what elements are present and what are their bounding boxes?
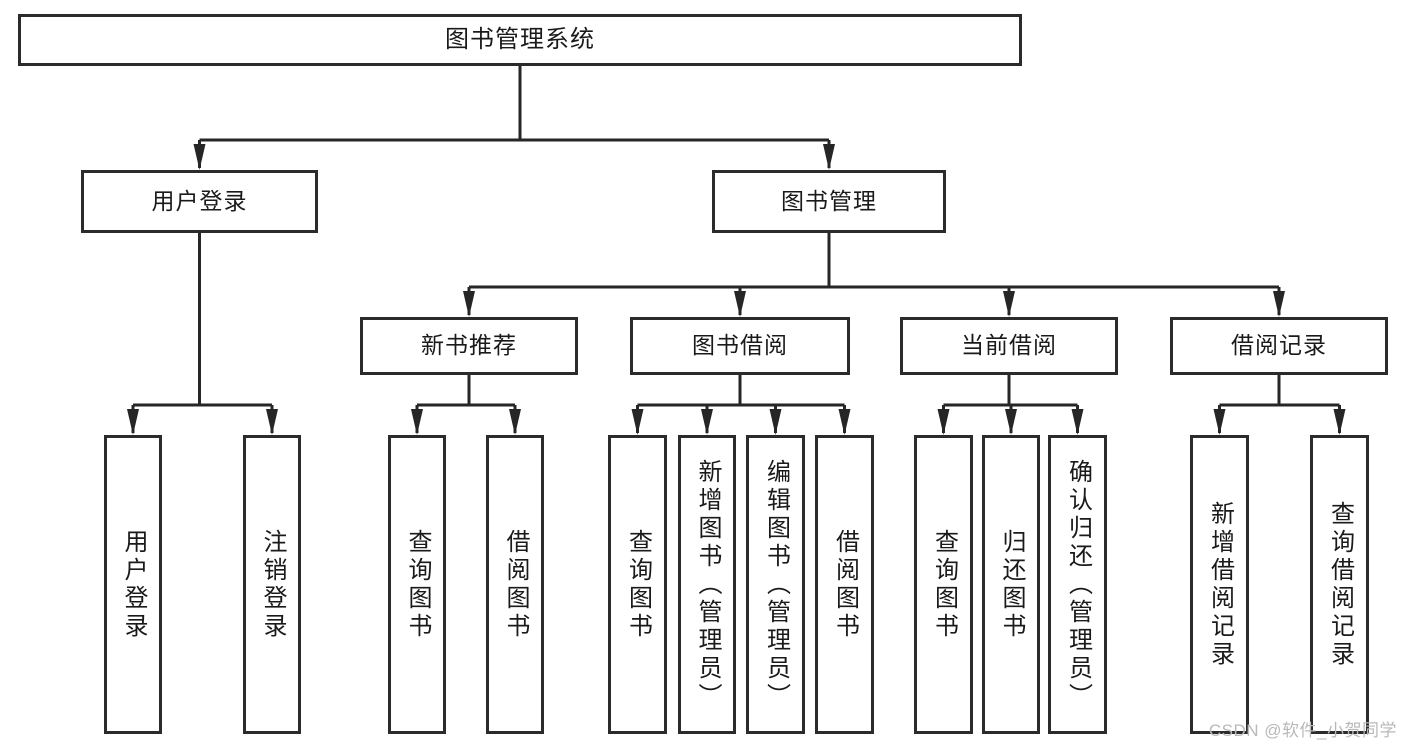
connector-arrowhead — [769, 409, 782, 435]
connector-arrowhead — [734, 291, 746, 317]
connector-arrowhead — [937, 409, 950, 435]
node-l4-d3[interactable]: 确认归还（管理员） — [1048, 435, 1107, 734]
connector-arrowhead — [823, 144, 835, 170]
connector-arrowhead — [127, 409, 139, 435]
connector-arrowhead — [1005, 409, 1017, 435]
node-l3-record[interactable]: 借阅记录 — [1170, 317, 1388, 375]
node-label: 用户登录 — [120, 528, 147, 641]
node-l4-e2[interactable]: 查询借阅记录 — [1310, 435, 1369, 734]
node-label: 借阅图书 — [502, 528, 529, 641]
node-label: 图书管理 — [781, 187, 877, 214]
node-label: 查询图书 — [930, 528, 958, 641]
node-l4-d1[interactable]: 查询图书 — [914, 435, 973, 734]
watermark-text: CSDN @软件_小贺同学 — [1208, 721, 1397, 740]
node-label: 借阅图书 — [831, 528, 859, 641]
connector-arrowhead — [266, 409, 278, 435]
node-label: 用户登录 — [151, 187, 248, 214]
node-l3-borrow[interactable]: 图书借阅 — [630, 317, 850, 375]
connector-arrowhead — [631, 409, 644, 435]
node-l4-c1[interactable]: 查询图书 — [608, 435, 667, 734]
connector-arrowhead — [1333, 409, 1346, 435]
node-label: 查询借阅记录 — [1326, 500, 1354, 669]
node-label: 借阅记录 — [1231, 332, 1327, 359]
node-l4-a1[interactable]: 用户登录 — [104, 435, 162, 734]
node-l4-e1[interactable]: 新增借阅记录 — [1190, 435, 1249, 734]
connector-arrowhead — [1213, 409, 1226, 435]
connector-arrowhead — [838, 409, 851, 435]
node-l4-b2[interactable]: 借阅图书 — [486, 435, 544, 734]
node-l2-books[interactable]: 图书管理 — [712, 170, 946, 233]
node-l3-current[interactable]: 当前借阅 — [900, 317, 1118, 375]
node-label: 新增图书（管理员） — [694, 458, 721, 711]
connector-arrowhead — [463, 291, 475, 317]
connector-arrowhead — [509, 409, 521, 435]
node-label: 查询图书 — [404, 528, 431, 641]
connector-arrowhead — [193, 144, 206, 170]
node-l4-d2[interactable]: 归还图书 — [982, 435, 1040, 734]
node-label: 新增借阅记录 — [1206, 500, 1234, 669]
node-label: 确认归还（管理员） — [1064, 458, 1092, 711]
node-l4-c2[interactable]: 新增图书（管理员） — [678, 435, 736, 734]
connector-arrowhead — [701, 409, 713, 435]
connector-arrowhead — [411, 409, 423, 435]
node-l4-c3[interactable]: 编辑图书（管理员） — [746, 435, 805, 734]
node-label: 新书推荐 — [421, 332, 517, 359]
node-label: 注销登录 — [259, 528, 286, 641]
node-label: 图书借阅 — [692, 332, 788, 359]
node-l4-c4[interactable]: 借阅图书 — [815, 435, 874, 734]
connector-arrowhead — [1003, 291, 1015, 317]
node-l4-a2[interactable]: 注销登录 — [243, 435, 301, 734]
node-root[interactable]: 图书管理系统 — [18, 14, 1022, 66]
node-label: 编辑图书（管理员） — [762, 458, 790, 711]
node-label: 当前借阅 — [961, 332, 1057, 359]
node-l4-b1[interactable]: 查询图书 — [388, 435, 446, 734]
node-label: 图书管理系统 — [445, 25, 595, 53]
node-l3-new[interactable]: 新书推荐 — [360, 317, 578, 375]
node-l2-login[interactable]: 用户登录 — [81, 170, 318, 233]
node-label: 归还图书 — [998, 528, 1025, 641]
connector-arrowhead — [1071, 409, 1084, 435]
connector-arrowhead — [1273, 291, 1285, 317]
node-label: 查询图书 — [624, 528, 652, 641]
